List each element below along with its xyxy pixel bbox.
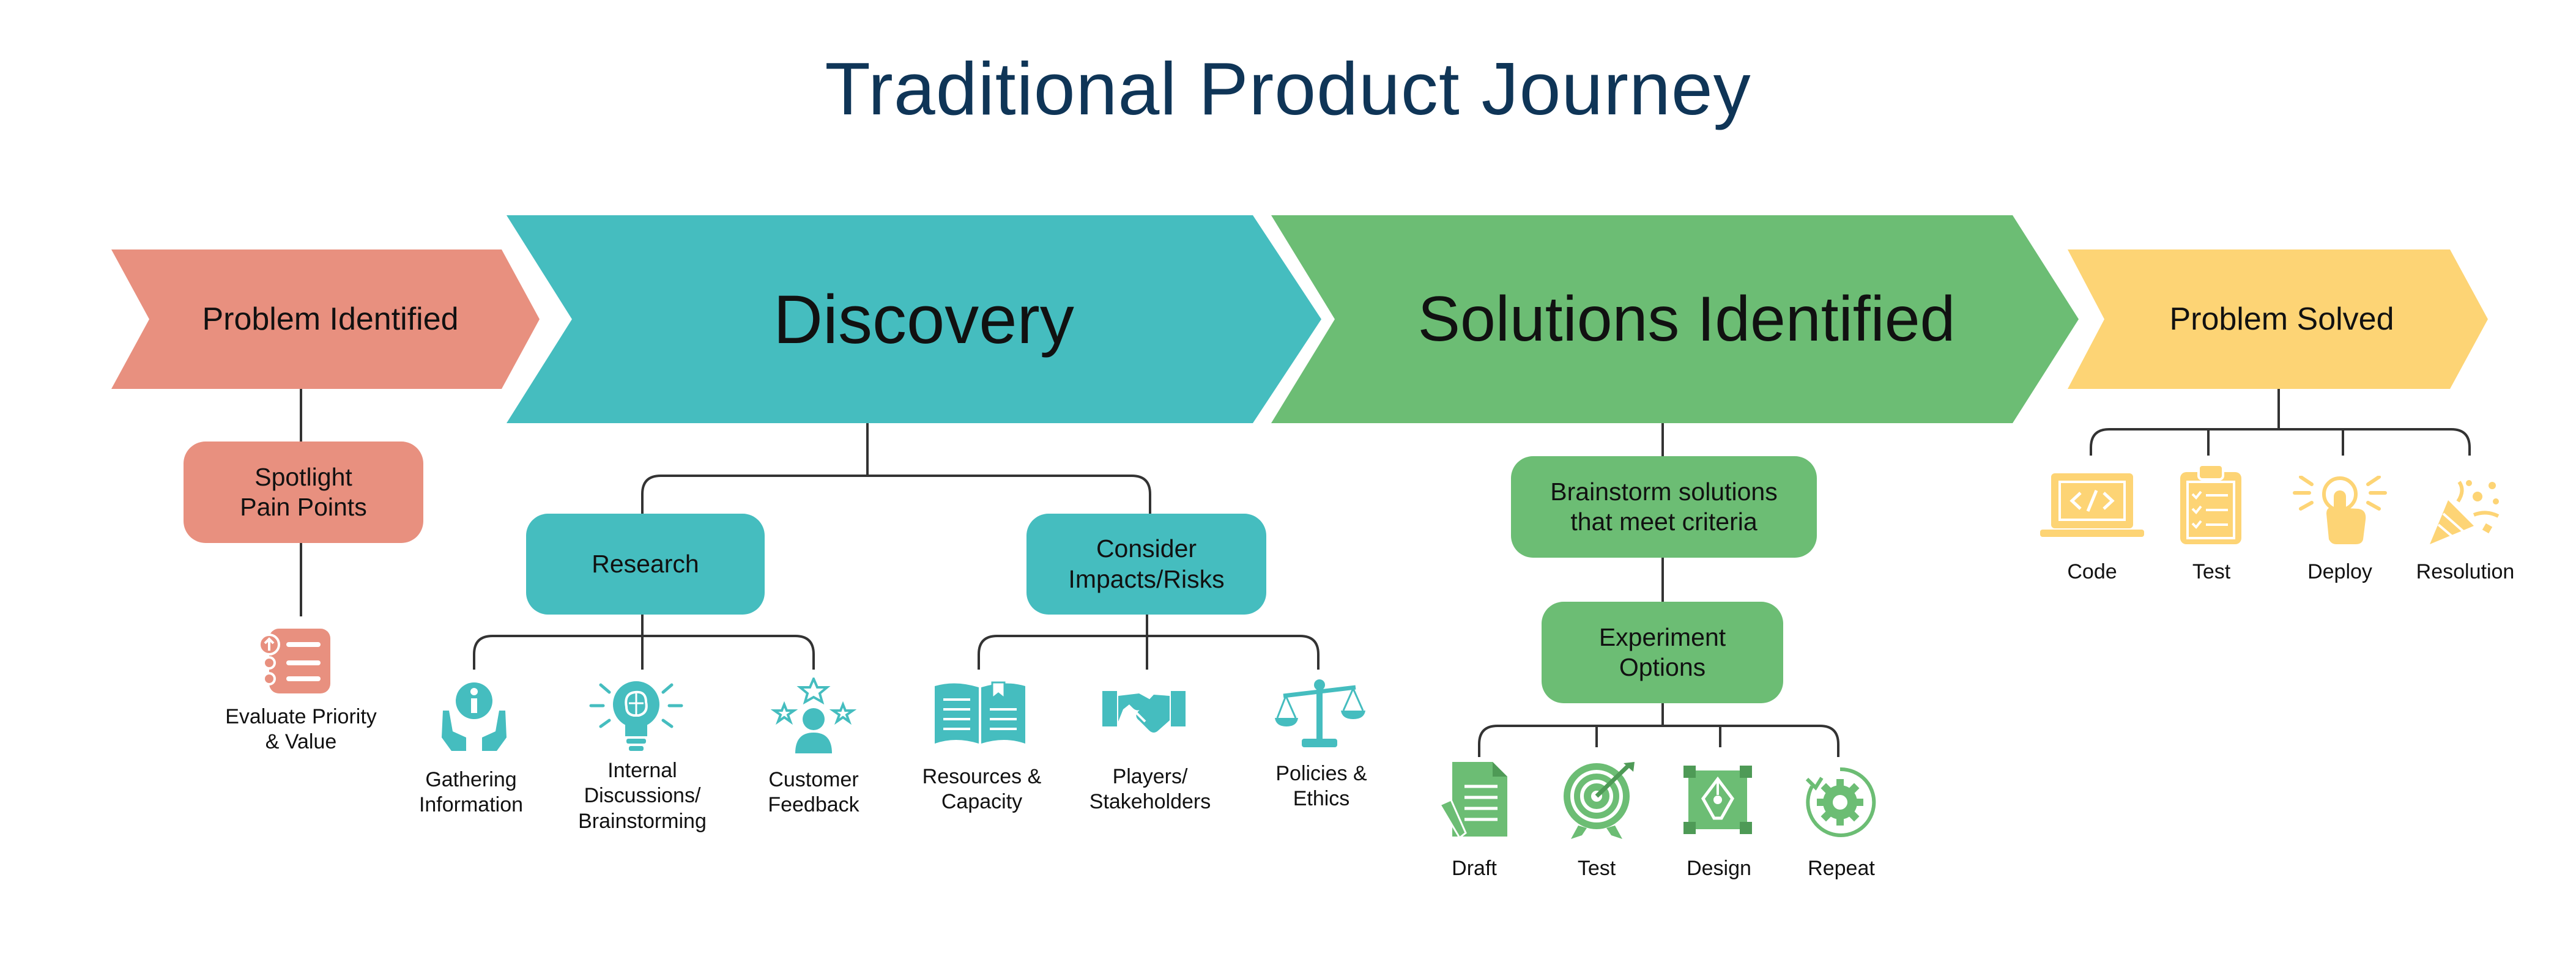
consider-impacts-box: Consider Impacts/Risks xyxy=(1026,514,1266,615)
scales-icon xyxy=(1275,679,1365,747)
spotlight-pain-points-box: Spotlight Pain Points xyxy=(184,442,423,543)
internal-discussions-label: Internal Discussions/ Brainstorming xyxy=(578,759,707,833)
repeat-gear-icon xyxy=(1805,767,1876,837)
stage-problem-solved: Problem Solved xyxy=(2169,301,2394,337)
test-label-solved: Test xyxy=(2192,560,2231,583)
info-hands-icon xyxy=(442,682,507,751)
problem-identified-chevron xyxy=(111,249,540,389)
solutions-identified-chevron xyxy=(1271,215,2079,423)
draft-document-icon xyxy=(1438,762,1507,839)
diagram-title: Traditional Product Journey xyxy=(825,47,1751,130)
checklist-icon xyxy=(2180,464,2241,544)
problem-solved-chevron xyxy=(2068,249,2488,389)
repeat-label: Repeat xyxy=(1808,857,1875,880)
design-label: Design xyxy=(1687,857,1751,880)
stage-problem-identified: Problem Identified xyxy=(202,301,459,337)
open-book-icon xyxy=(935,681,1025,744)
gathering-information-label: Gathering Information xyxy=(418,768,524,817)
brain-bulb-icon xyxy=(589,681,683,751)
customer-stars-icon xyxy=(771,678,856,753)
stage-solutions-identified: Solutions Identified xyxy=(1417,283,1956,355)
code-label: Code xyxy=(2067,560,2117,583)
resolution-label: Resolution xyxy=(2416,560,2515,583)
draft-label: Draft xyxy=(1452,857,1497,880)
evaluate-priority-label: Evaluate Priority & Value xyxy=(225,705,377,754)
experiment-options-box: Experiment Options xyxy=(1542,602,1783,703)
test-label: Test xyxy=(1577,857,1616,880)
research-box: Research xyxy=(526,514,765,615)
discovery-chevron xyxy=(507,215,1321,423)
resources-capacity-label: Resources & Capacity xyxy=(922,765,1042,814)
handshake-icon xyxy=(1102,691,1186,733)
click-deploy-icon xyxy=(2293,476,2387,544)
laptop-code-icon xyxy=(2040,473,2144,537)
design-pen-icon xyxy=(1683,766,1752,834)
customer-feedback-label: Customer Feedback xyxy=(768,768,859,817)
connector-lines xyxy=(300,389,2471,757)
deploy-label: Deploy xyxy=(2307,560,2372,583)
party-popper-icon xyxy=(2430,480,2500,544)
brainstorm-solutions-box: Brainstorm solutions that meet criteria xyxy=(1511,456,1817,558)
stage-discovery: Discovery xyxy=(773,281,1074,358)
priority-list-icon xyxy=(258,629,330,693)
players-stakeholders-label: Players/ Stakeholders xyxy=(1089,765,1211,814)
target-award-icon xyxy=(1564,762,1635,839)
policies-ethics-label: Policies & Ethics xyxy=(1275,762,1367,811)
